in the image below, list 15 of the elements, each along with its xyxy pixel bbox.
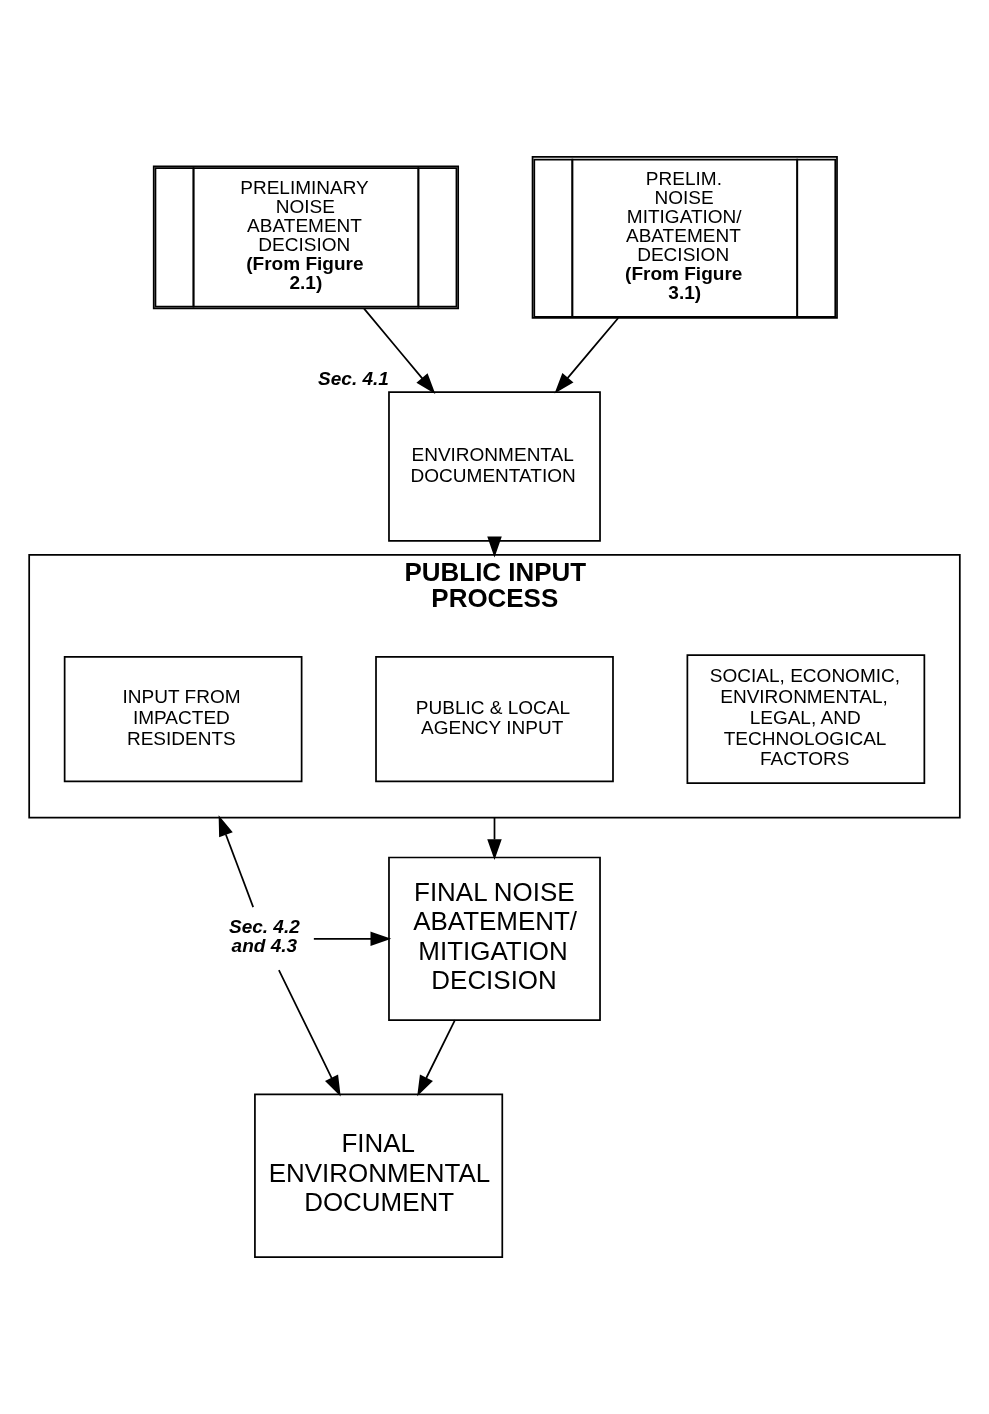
arrow	[417, 1019, 456, 1097]
node-box: INPUT FROM IMPACTED RESIDENTS	[63, 655, 303, 783]
node-box: FINAL ENVIRONMENTAL DOCUMENT	[254, 1093, 504, 1258]
arrow	[218, 815, 255, 909]
arrow	[487, 816, 502, 860]
node-box: FINAL NOISE ABATEMENT/ MITIGATION DECISION	[388, 856, 601, 1021]
arrow	[363, 307, 436, 394]
node-box: PUBLIC & LOCAL AGENCY INPUT	[375, 655, 614, 783]
arrow	[278, 969, 341, 1097]
arrow	[313, 931, 392, 947]
node-text: Sec. 4.2 and 4.3	[228, 916, 300, 957]
node-label: Sec. 4.1	[318, 367, 389, 389]
node-box: SOCIAL, ECONOMIC, ENVIRONMENTAL, LEGAL, AND TECHNOLOGICAL FACTORS	[686, 654, 926, 784]
arrow	[487, 536, 502, 558]
arrow	[554, 317, 620, 394]
